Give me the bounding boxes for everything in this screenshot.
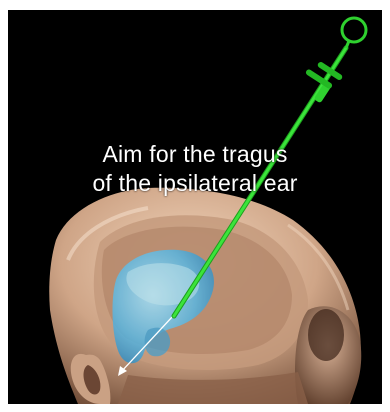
caption-text: Aim for the tragus of the ipsilateral ea…: [0, 140, 390, 198]
caption-line-2: of the ipsilateral ear: [0, 169, 390, 198]
caption-line-1: Aim for the tragus: [0, 140, 390, 169]
head-rendering-svg: [8, 10, 382, 404]
ct-3d-rendering: [8, 10, 382, 404]
